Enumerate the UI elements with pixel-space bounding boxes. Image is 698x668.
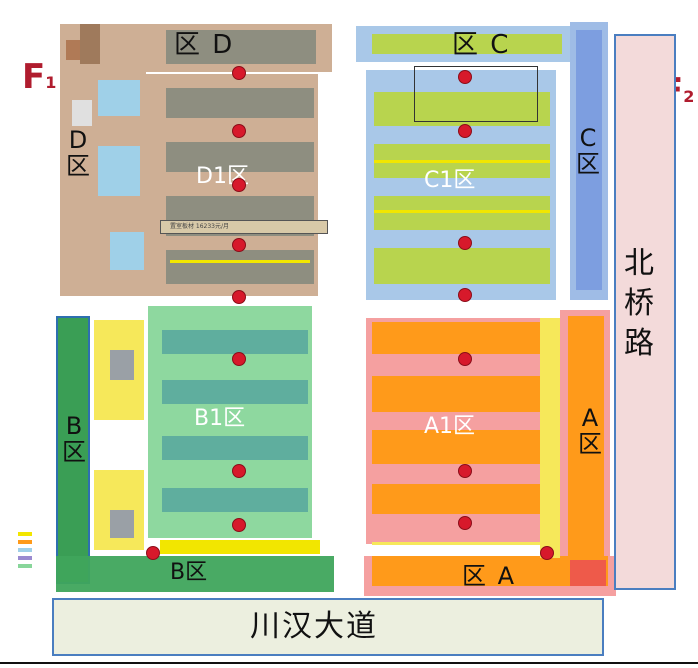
shop-row (540, 318, 560, 558)
entrance-marker[interactable] (232, 352, 246, 366)
zone-char: 区 (62, 438, 86, 466)
shop-row (166, 142, 314, 172)
zone-b-bottom-label: B区 (170, 560, 208, 585)
entrance-marker[interactable] (540, 546, 554, 560)
entrance-marker[interactable] (146, 546, 160, 560)
floor-number: 1 (45, 73, 57, 92)
shop-row (372, 322, 552, 354)
entrance-marker[interactable] (458, 236, 472, 250)
entrance-marker[interactable] (232, 66, 246, 80)
shop-row (162, 330, 308, 354)
floor-number: 2 (683, 87, 695, 106)
shop-row (162, 436, 308, 460)
zone-char: 区 (576, 150, 600, 178)
road-beiqiao[interactable] (614, 34, 676, 590)
entrance-marker[interactable] (458, 70, 472, 84)
shop-row (372, 430, 552, 464)
entrance-marker[interactable] (232, 178, 246, 192)
zone-a-bottom-label: 区 A (462, 562, 517, 590)
zone-a1-label: A1区 (424, 414, 476, 439)
shop-strip (372, 542, 552, 545)
shop-row (162, 488, 308, 512)
entrance-marker[interactable] (458, 464, 472, 478)
entrance-marker[interactable] (458, 352, 472, 366)
legend-swatch (18, 556, 32, 560)
sign-banner (160, 220, 328, 234)
floor-label-left: F1 (22, 60, 56, 94)
shop-strip (374, 160, 550, 163)
legend-swatch (18, 540, 32, 544)
entrance-marker[interactable] (232, 464, 246, 478)
entrance-marker[interactable] (458, 288, 472, 302)
entrance-marker[interactable] (232, 290, 246, 304)
zone-char: 区 (578, 430, 602, 458)
road-char: 桥 (624, 286, 654, 321)
shop-block (98, 146, 140, 196)
road-char: 路 (624, 326, 654, 361)
divider (0, 662, 698, 664)
shop-block (98, 80, 140, 116)
shop-row (372, 556, 608, 586)
shop-row (374, 92, 550, 126)
zone-c-right-strip (576, 30, 602, 290)
entrance-marker[interactable] (232, 518, 246, 532)
legend-swatch (18, 564, 32, 568)
shop-row (166, 30, 316, 64)
zone-letter: D (68, 126, 88, 154)
shop-row (374, 196, 550, 230)
shop-row (372, 376, 552, 412)
road-chuanhan-label: 川汉大道 (250, 609, 378, 644)
shop-row (372, 484, 552, 514)
shop-strip (170, 260, 310, 263)
legend-swatch (18, 548, 32, 552)
shop-row (372, 34, 562, 54)
zone-b-bottom[interactable] (56, 556, 334, 592)
shop-block (72, 100, 92, 126)
zone-c-right-label: C 区 (576, 126, 600, 176)
road-beiqiao-label: 北 桥 路 (624, 244, 654, 364)
shop-row (162, 380, 308, 404)
road-char: 北 (624, 246, 654, 281)
floor-label-right: F2 (672, 74, 698, 108)
zone-b-left[interactable] (56, 316, 90, 584)
shop-row (166, 250, 314, 284)
shop-block (110, 350, 134, 380)
legend-swatch (18, 532, 32, 536)
zone-b-left-label: B 区 (62, 414, 86, 464)
zone-d-top-label: 区 D (174, 30, 235, 60)
banner-text: 置室板材 16233元/月 (170, 223, 230, 230)
zone-letter: C (579, 124, 597, 152)
shop-block (570, 560, 606, 586)
entrance-marker[interactable] (458, 516, 472, 530)
zone-b1-label: B1区 (194, 406, 246, 431)
zone-a-right-label: A 区 (578, 406, 602, 456)
zone-char: 区 (66, 152, 90, 180)
shop-row (374, 248, 550, 284)
shop-strip (374, 210, 550, 213)
road-chuanhan[interactable] (52, 598, 604, 656)
zone-letter: B (65, 412, 83, 440)
entrance-marker[interactable] (232, 238, 246, 252)
zone-d-left-label: D 区 (66, 128, 90, 178)
floor-letter: F (672, 74, 683, 108)
floor-letter: F (22, 57, 46, 97)
shop-row (166, 88, 314, 118)
entrance-marker[interactable] (232, 124, 246, 138)
shop-block (80, 24, 100, 64)
zone-c1-label: C1区 (424, 168, 476, 193)
zone-c-top-label: 区 C (452, 30, 511, 60)
shop-row (160, 540, 320, 554)
shop-row (568, 316, 604, 556)
zone-letter: A (581, 404, 599, 432)
shop-block (110, 510, 134, 538)
outline-box (414, 66, 538, 122)
entrance-marker[interactable] (458, 124, 472, 138)
shop-block (110, 232, 144, 270)
